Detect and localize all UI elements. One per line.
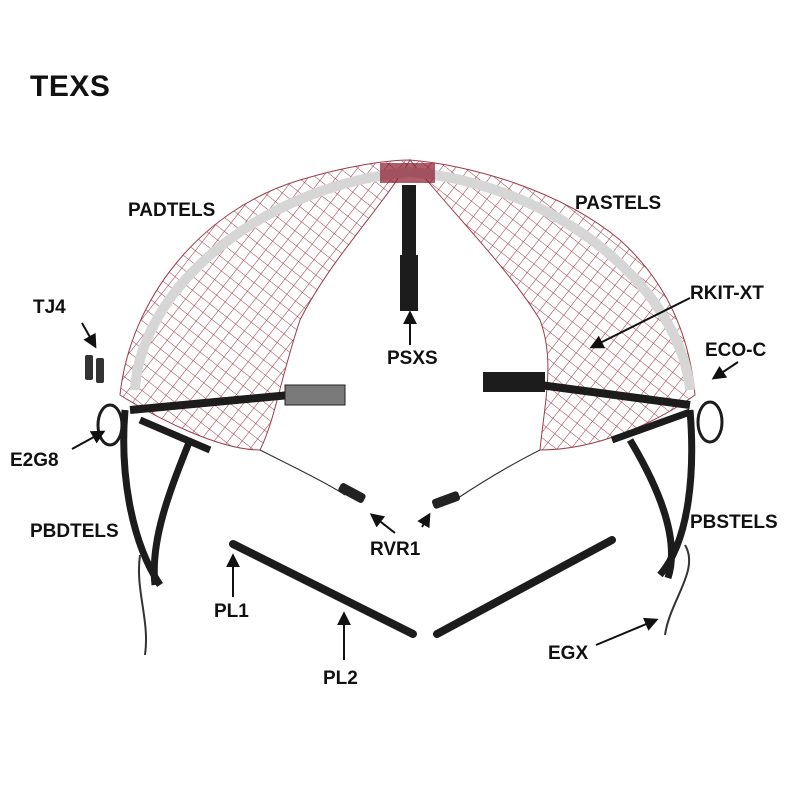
center-post [400, 185, 418, 311]
ratchet-straps [338, 483, 461, 509]
label-egx: EGX [548, 643, 589, 664]
label-rvr1: RVR1 [370, 539, 421, 560]
label-pbdtels: PBDTELS [30, 521, 119, 542]
label-eco-c: ECO-C [705, 340, 767, 361]
diagram-title: TEXS [30, 70, 111, 103]
label-rkit-xt: RKIT-XT [690, 283, 764, 304]
label-pl2: PL2 [323, 668, 358, 689]
leader-arrows [71, 297, 739, 660]
arc-frame [130, 163, 695, 391]
net [119, 159, 696, 501]
poles [229, 536, 616, 638]
label-psxs: PSXS [387, 348, 438, 369]
right-frame [610, 400, 724, 636]
label-pl1: PL1 [214, 601, 249, 622]
left-frame [85, 355, 212, 656]
label-e2g8: E2G8 [10, 450, 59, 471]
label-pbstels: PBSTELS [690, 512, 778, 533]
side-arms [129, 372, 691, 414]
label-padtels: PADTELS [128, 200, 216, 221]
label-tj4: TJ4 [33, 297, 66, 318]
label-pastels: PASTELS [575, 193, 662, 214]
